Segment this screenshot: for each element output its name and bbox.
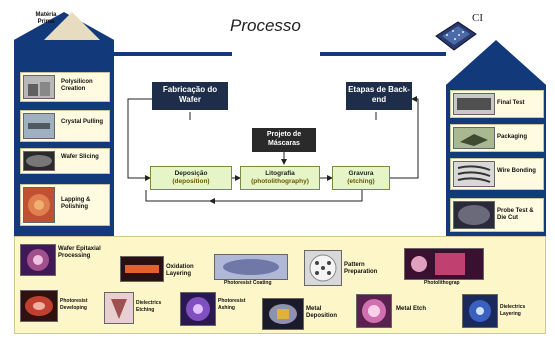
epitaxial-icon — [20, 244, 56, 276]
bottom-step-label: Metal Deposition — [306, 306, 337, 319]
dielectrics-layering-icon — [462, 294, 498, 328]
oxidation-icon — [120, 256, 164, 282]
right-step-wire-bonding: Wire Bonding — [450, 158, 544, 190]
right-step-label: Wire Bonding — [497, 168, 536, 174]
projeto-box: Projeto de Máscaras — [252, 128, 316, 152]
metal-deposition-icon — [262, 298, 304, 330]
metal-etch-icon — [356, 294, 392, 328]
bottom-step-label: Photolithograp — [424, 280, 460, 286]
photolithograp-icon — [404, 248, 484, 280]
packaging-icon — [453, 127, 495, 149]
wafer-slicing-icon — [23, 151, 55, 171]
pattern-preparation-icon — [304, 250, 342, 286]
bottom-step-label: Photoresist Developing — [60, 298, 88, 311]
photoresist-developing-icon — [20, 290, 58, 322]
bottom-step-label: Wafer Epitaxial Processing — [58, 246, 101, 259]
right-step-probe-test: Probe Test & Die Cut — [450, 198, 544, 232]
etapas-box: Etapas de Back-end — [346, 82, 412, 110]
right-step-label: Packaging — [497, 134, 528, 140]
bottom-step-label: Dielectrics Layering — [500, 304, 526, 317]
litografia-box: Litografia (photolithography) — [240, 166, 320, 190]
left-step-slicing: Wafer Slicing — [20, 148, 110, 174]
deposicao-label: Deposição — [174, 170, 208, 177]
fabricacao-label: Fabricação do Wafer — [162, 85, 218, 104]
projeto-label: Projeto de Máscaras — [266, 131, 302, 147]
left-step-crystal: Crystal Pulling — [20, 110, 110, 142]
page-title: Processo — [230, 16, 301, 35]
polysilicon-icon — [23, 75, 55, 99]
left-step-label: Wafer Slicing — [61, 154, 99, 160]
raw-material-label: Matéria Prima — [35, 12, 57, 25]
left-step-polishing: Lapping & Polishing — [20, 184, 110, 226]
gravura-sub: (etching) — [347, 178, 375, 185]
fabricacao-box: Fabricação do Wafer — [152, 82, 228, 110]
deposicao-sub: (deposition) — [172, 178, 210, 185]
photoresist-ashing-icon — [180, 292, 216, 326]
ci-label: CI — [472, 12, 483, 24]
top-bar-left — [114, 52, 232, 56]
gravura-box: Gravura (etching) — [332, 166, 390, 190]
left-step-label: Crystal Pulling — [61, 119, 104, 125]
gravura-label: Gravura — [348, 170, 374, 177]
left-step-polysilicon: Polysilicon Creation — [20, 72, 110, 102]
etapas-label: Etapas de Back-end — [348, 85, 410, 104]
right-step-label: Final Test — [497, 100, 525, 106]
dielectrics-etching-icon — [104, 292, 134, 324]
left-step-label: Polysilicon Creation — [61, 79, 93, 92]
right-step-label: Probe Test & Die Cut — [497, 208, 534, 221]
probe-test-icon — [453, 201, 495, 229]
bottom-step-label: Metal Etch — [396, 306, 427, 312]
chip-icon — [435, 21, 477, 51]
bottom-step-label: Photoresist Ashing — [218, 298, 246, 311]
litografia-sub: (photolithography) — [251, 178, 309, 185]
deposicao-box: Deposição (deposition) — [150, 166, 232, 190]
final-test-icon — [453, 93, 495, 115]
bottom-step-label: Photoresist Coating — [224, 280, 272, 286]
right-step-packaging: Packaging — [450, 124, 544, 152]
raw-material-pile-icon — [44, 12, 100, 40]
bottom-step-label: Oxidation Layering — [166, 264, 194, 277]
crystal-icon — [23, 113, 55, 139]
left-step-label: Lapping & Polishing — [61, 197, 91, 210]
litografia-label: Litografia — [265, 170, 295, 177]
wire-bonding-icon — [453, 161, 495, 187]
polishing-icon — [23, 187, 55, 223]
bottom-step-label: Dielectrics Etching — [136, 300, 162, 313]
photoresist-coating-icon — [214, 254, 288, 280]
right-step-final-test: Final Test — [450, 90, 544, 118]
bottom-step-label: Pattern Preparation — [344, 262, 378, 275]
top-bar-right — [320, 52, 446, 56]
